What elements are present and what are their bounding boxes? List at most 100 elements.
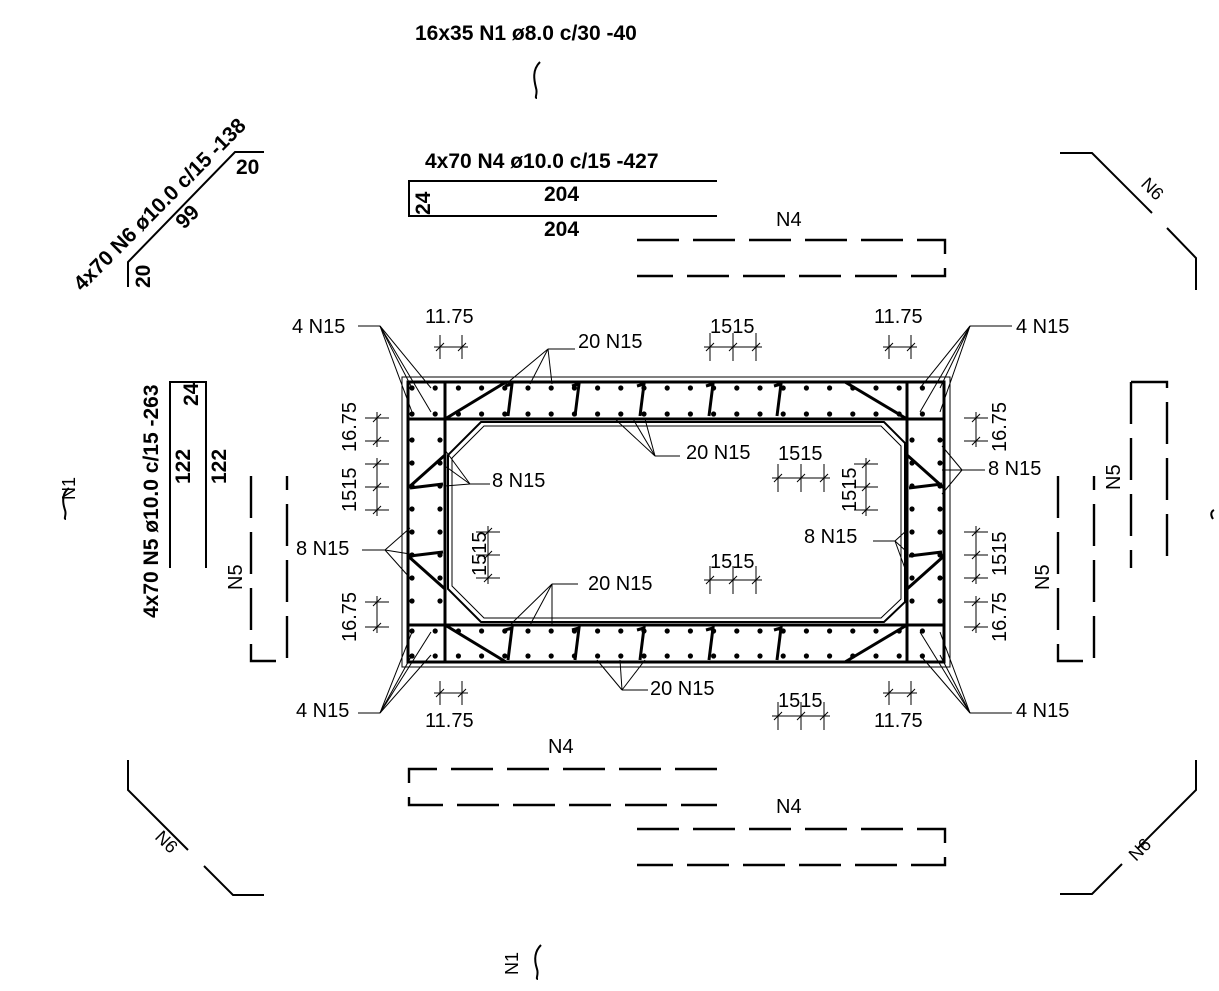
rebar-dot: [595, 628, 601, 634]
dimension-tick: [971, 597, 981, 607]
dim-16-75-right-top: 16.75: [989, 402, 1011, 452]
rebar-dot: [618, 628, 624, 634]
rebar-dot: [896, 653, 902, 659]
rebar-dot: [937, 529, 943, 535]
dim-1515-right-inner: 1515: [839, 468, 861, 513]
rebar-dot: [548, 411, 554, 417]
rebar-dot: [711, 653, 717, 659]
rebar-dot: [437, 483, 443, 489]
dimension-tick: [483, 527, 493, 537]
dimension-tick: [457, 688, 467, 698]
dimension-tick: [796, 473, 806, 483]
n1-hook-top: [533, 61, 541, 99]
bottom-flange-ties: [504, 625, 783, 661]
n4-mark-middle: N4: [548, 736, 574, 758]
n5-length-b-label: 122: [208, 449, 231, 484]
rebar-dot: [618, 385, 624, 391]
rebar-dot: [803, 653, 810, 659]
rebar-dot: [618, 653, 624, 659]
dim-16-75-right-bottom: 16.75: [989, 592, 1011, 642]
rebar-dot: [409, 529, 415, 535]
rebar-dot: [432, 411, 438, 417]
dimension-tick: [372, 413, 382, 423]
rebar-dot: [896, 411, 902, 417]
rebar-dot: [409, 437, 415, 443]
dimension-tick: [483, 550, 493, 560]
n4-dashed-bar-bottom: [637, 827, 947, 867]
rebar-dot: [850, 385, 856, 391]
rebar-dot: [455, 385, 461, 391]
n6-bar-bottom-left-a: [127, 760, 189, 851]
n6-mark-bottom-left: N6: [151, 827, 181, 857]
haunch-bar-tl-a: [444, 380, 507, 421]
n1-mark-bottom: N1: [502, 952, 522, 975]
rebar-dot: [827, 411, 833, 417]
rebar-dot: [437, 598, 443, 604]
n4-length-bottom-label: 204: [544, 218, 579, 241]
rebar-dot: [827, 628, 833, 634]
rebar-dot: [873, 385, 879, 391]
rebar-dot: [409, 411, 415, 417]
haunch-bar-left-lower: [407, 554, 446, 591]
rebar-dot: [803, 411, 810, 417]
callout-4-n15-top-left: 4 N15: [292, 316, 345, 338]
n5-dashed-bar-right-b: [1056, 476, 1096, 663]
rebar-dot: [641, 653, 647, 659]
dimension-tick: [372, 597, 382, 607]
rebar-dot: [850, 653, 856, 659]
rebar-dot: [757, 385, 763, 391]
rebar-dot: [711, 385, 717, 391]
rebar-dot: [595, 411, 601, 417]
rebar-dot: [525, 653, 531, 659]
dimension-tick: [435, 688, 445, 698]
section-outline: [401, 376, 951, 668]
dim-1515-right-outer: 1515: [989, 532, 1011, 577]
rebar-dot: [734, 411, 740, 417]
rebar-dot: [437, 460, 443, 466]
rebar-dot: [687, 653, 694, 659]
callout-8-n15-outer-left: 8 N15: [296, 538, 349, 560]
dimension-tick: [751, 575, 761, 585]
rebar-dot: [909, 598, 915, 604]
n4-mark-bottom: N4: [776, 796, 802, 818]
dimension-tick: [372, 482, 382, 492]
n4-mark-top: N4: [776, 209, 802, 231]
rebar-dot: [757, 628, 763, 634]
rebar-dot: [687, 628, 694, 634]
rebar-dot: [873, 628, 879, 634]
rebar-dot: [757, 653, 763, 659]
dimension-tick: [457, 342, 467, 352]
dimension-tick: [435, 342, 445, 352]
rebar-dots: [409, 385, 943, 659]
rebar-dot: [919, 653, 926, 659]
rebar-dot: [850, 411, 856, 417]
rebar-dot: [409, 575, 415, 581]
dimension-tick: [819, 473, 829, 483]
rebar-dot: [896, 628, 902, 634]
dimension-tick: [884, 342, 894, 352]
rebar-dot: [909, 506, 915, 512]
rebar-dot: [479, 653, 485, 659]
inner-void: [447, 421, 906, 623]
dim-1515-top: 1515: [710, 316, 755, 338]
rebar-dot: [618, 411, 624, 417]
rebar-dot: [571, 411, 578, 417]
rebar-dot: [525, 628, 531, 634]
dimension-tick: [819, 711, 829, 721]
dim-16-75-left-bottom: 16.75: [339, 592, 361, 642]
rebar-dot: [687, 411, 694, 417]
rebar-dot: [664, 385, 670, 391]
callout-8-n15-inner-left: 8 N15: [492, 470, 545, 492]
callout-20-n15-inner-bottom: 20 N15: [588, 573, 653, 595]
n1-hook-left: [62, 487, 70, 520]
rebar-dot: [479, 628, 485, 634]
callout-20-n15-bottom: 20 N15: [650, 678, 715, 700]
n1-hook-right: [1210, 509, 1215, 520]
rebar-dot: [571, 628, 578, 634]
dimension-tick: [372, 622, 382, 632]
rebar-dot: [641, 628, 647, 634]
n4-bar-top: 4x70 N4 ø10.0 c/15 -427 24 204 204: [408, 150, 717, 241]
rebar-dot: [937, 483, 943, 489]
n5-leg-label: 24: [180, 382, 203, 406]
rebar-dot: [780, 653, 786, 659]
